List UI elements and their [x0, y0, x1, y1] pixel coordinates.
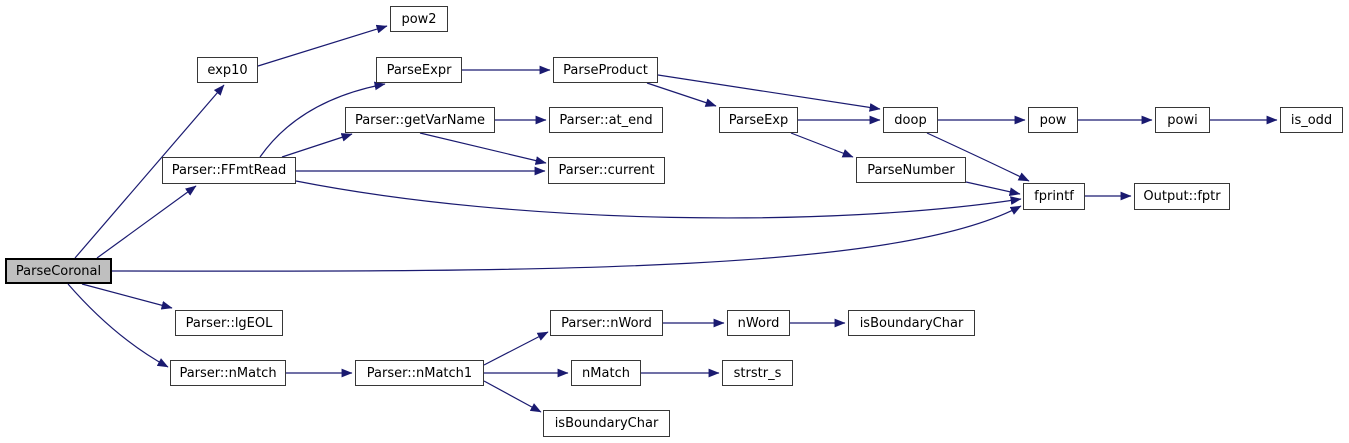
graph-node-parse-number[interactable]: ParseNumber — [856, 157, 966, 183]
graph-node-doop[interactable]: doop — [883, 107, 938, 133]
graph-node-parse-coronal[interactable]: ParseCoronal — [5, 258, 112, 284]
graph-node-n-match[interactable]: nMatch — [571, 360, 641, 386]
edge-parse-coronal-to-exp10 — [74, 84, 225, 259]
graph-node-fprintf[interactable]: fprintf — [1023, 183, 1085, 210]
graph-node-parse-expr[interactable]: ParseExpr — [376, 57, 462, 83]
graph-node-output-fptr[interactable]: Output::fptr — [1134, 183, 1230, 210]
graph-node-n-match1[interactable]: Parser::nMatch1 — [355, 360, 484, 386]
graph-node-n-word[interactable]: nWord — [727, 310, 790, 336]
edge-parse-coronal-to-lg-eol — [81, 283, 173, 310]
graph-node-pow2[interactable]: pow2 — [390, 6, 448, 32]
graph-node-pow[interactable]: pow — [1028, 107, 1078, 133]
edge-parse-product-to-doop — [657, 74, 881, 112]
graph-node-parser-n-word[interactable]: Parser::nWord — [550, 310, 663, 336]
graph-node-at-end[interactable]: Parser::at_end — [549, 107, 663, 133]
graph-node-is-boundary-char-1[interactable]: isBoundaryChar — [848, 310, 975, 336]
graph-node-get-var-name[interactable]: Parser::getVarName — [345, 107, 495, 133]
graph-node-exp10[interactable]: exp10 — [197, 57, 258, 83]
graph-node-parse-exp[interactable]: ParseExp — [719, 107, 798, 133]
graph-node-current[interactable]: Parser::current — [548, 157, 665, 184]
graph-node-strstr-s[interactable]: strstr_s — [722, 360, 793, 386]
edge-parse-coronal-to-parser-n-match — [67, 283, 169, 368]
edge-ffmt-read-to-fprintf — [295, 180, 1022, 219]
edge-group — [67, 24, 1278, 413]
edge-doop-to-fprintf — [926, 132, 1030, 182]
graph-node-lg-eol[interactable]: Parser::lgEOL — [175, 310, 283, 336]
graph-node-is-odd[interactable]: is_odd — [1280, 107, 1343, 133]
edge-exp10-to-pow2 — [257, 24, 388, 67]
edge-ffmt-read-to-parse-expr — [259, 81, 386, 158]
edge-parse-exp-to-parse-number — [790, 132, 854, 158]
edge-parse-coronal-to-fprintf — [111, 205, 1022, 272]
edge-parse-product-to-parse-exp — [646, 82, 717, 107]
graph-node-powi[interactable]: powi — [1155, 107, 1210, 133]
edge-n-match1-to-parser-n-word — [483, 331, 549, 366]
edge-get-var-name-to-current — [419, 132, 547, 165]
graph-node-parser-n-match[interactable]: Parser::nMatch — [170, 360, 286, 386]
graph-node-is-boundary-char-2[interactable]: isBoundaryChar — [543, 410, 670, 437]
edge-parse-coronal-to-ffmt-read — [96, 185, 197, 259]
graph-node-ffmt-read[interactable]: Parser::FFmtRead — [162, 157, 296, 184]
graph-node-parse-product[interactable]: ParseProduct — [553, 57, 658, 83]
edge-parse-number-to-fprintf — [965, 181, 1021, 197]
edge-n-match1-to-is-boundary-char-2 — [483, 380, 542, 413]
edge-ffmt-read-to-get-var-name — [281, 133, 353, 158]
